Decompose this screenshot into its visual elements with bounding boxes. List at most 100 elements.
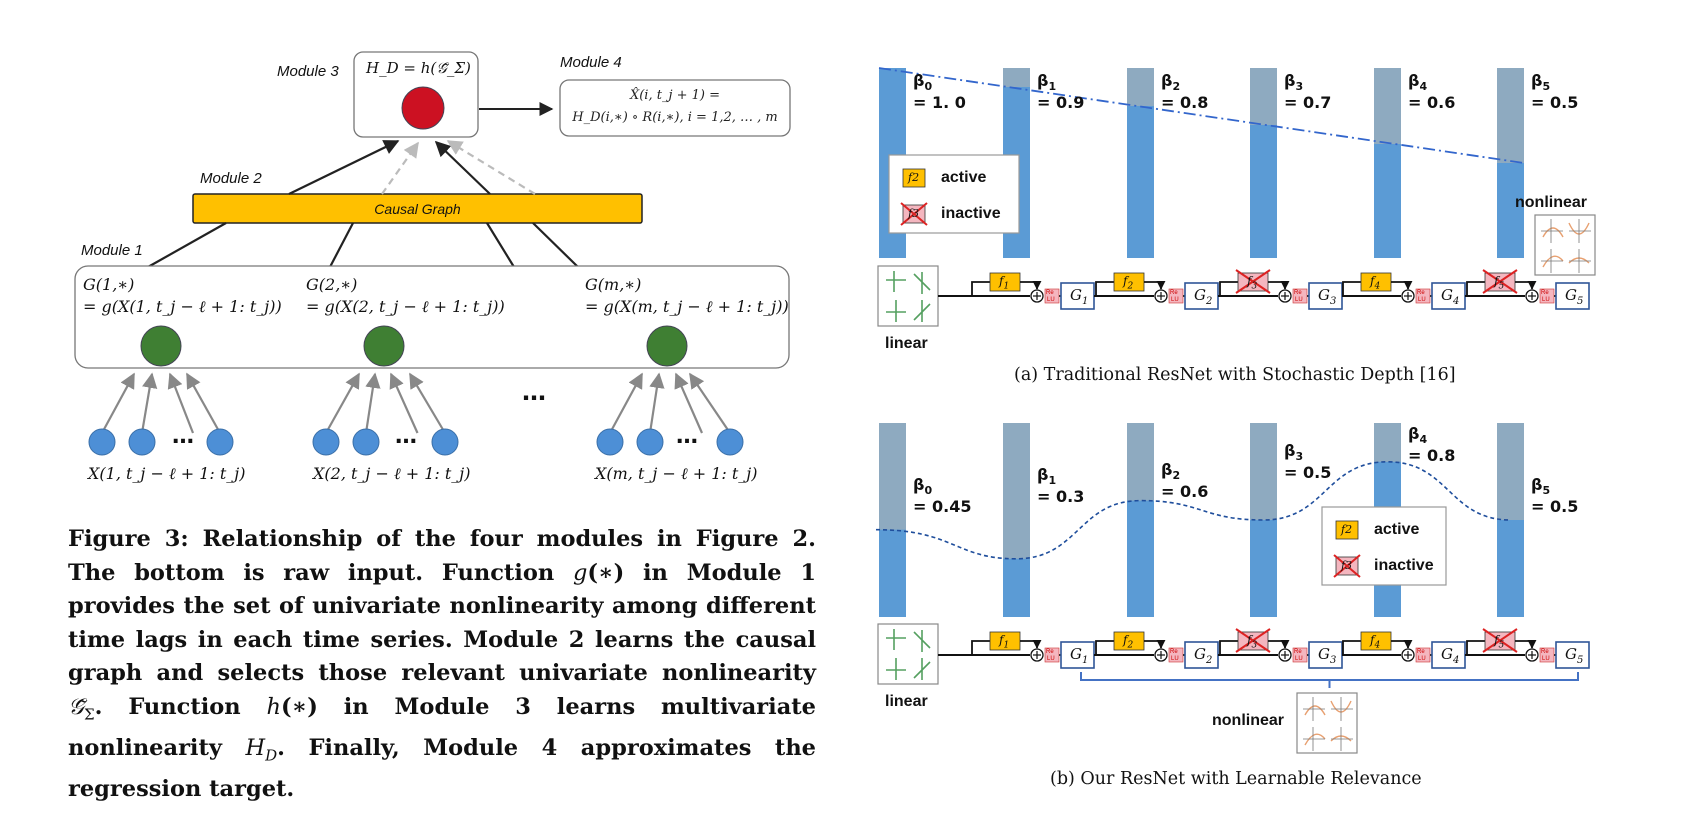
beta-sub: 3 [1295,80,1304,94]
left-diagram [74,51,791,456]
beta-label-panelB-3: β3 [1284,441,1304,464]
chain-branch-1 [1095,281,1114,296]
beta-value-panelB-4: = 0.8 [1408,446,1456,465]
panel-a [877,67,1596,327]
g-box-4 [1555,641,1590,669]
relu-t2-panelA-4: LU [1542,297,1550,303]
line-m1-causal-2 [329,222,354,268]
legend-active-panelA: active [941,169,987,186]
module1-node-m [646,325,688,367]
f-sub: 1 [1003,640,1010,651]
input-arrow-2-0 [609,372,643,434]
g-box-1 [1184,641,1219,669]
relu-t2-panelB-4: LU [1542,656,1550,662]
module3-node [401,86,445,130]
group2-g-line1: G(2,∗) [306,275,358,294]
beta-sub: 4 [1419,80,1428,94]
f-label-panelA-2: f3 [1247,274,1258,292]
caption-H: H [245,734,266,761]
caption-part-4: (∗) in Module 3 learns multivariate nonl… [68,693,816,761]
caption-part-2: (∗) in Module 1 provides the set of univ… [68,559,816,687]
input-node-1-1 [352,428,380,456]
caption-part-1: Figure 3: Relationship of the four modul… [68,526,816,586]
figure-caption: Figure 3: Relationship of the four modul… [68,523,816,806]
input-node-2-0 [596,428,624,456]
beta-label-panelB-1: β1 [1037,465,1057,488]
f-cross-b-2 [1235,269,1271,294]
nonlinear-box [1534,214,1596,276]
f-label-panelB-3: f4 [1370,633,1381,651]
chain-merge-4 [1515,280,1537,290]
beta-label-panelB-2: β2 [1161,460,1181,483]
beta-sub: 3 [1295,450,1304,464]
group1-g-line2: = g(X(1, t_j − ℓ + 1: t_j)) [83,297,282,316]
relu-t1-panelB-3: Re [1417,649,1425,655]
bar-fill-1 [1003,558,1030,617]
legend-active-swatch [902,168,926,188]
chain-merge-3 [1391,639,1413,649]
beta-label-panelA-1: β1 [1037,71,1057,94]
survival-line [878,67,1525,164]
input-arrow-1-2 [389,372,419,434]
input-node-2-1 [636,428,664,456]
linear-box [877,623,939,685]
bar-fill-2 [1127,500,1154,617]
input-node-0-1 [128,428,156,456]
f-sub: 5 [1498,640,1505,651]
module2-label: Module 2 [200,170,262,187]
line-m1-causal-3 [486,222,515,268]
caption-h: h [266,693,282,720]
beta-value-panelB-0: = 0.45 [913,497,972,516]
groups-ellipsis: … [522,378,546,406]
beta-sub: 4 [1419,433,1428,447]
relu-t2-panelA-0: LU [1047,297,1055,303]
beta-label-panelA-4: β4 [1408,71,1428,94]
legend-active-swatch [1335,520,1359,540]
module1-node-2 [363,325,405,367]
beta-label-panelB-4: β4 [1408,424,1428,447]
chain-merge-2 [1268,639,1290,649]
module1-box [74,265,790,369]
legend-active-sym-panelA: f2 [908,171,920,184]
beta-value-panelA-1: = 0.9 [1037,93,1085,112]
beta-sub: 0 [924,484,933,498]
input-groups [88,372,744,456]
legend-inactive-sym-panelB: f3 [1341,559,1353,572]
relu-t1-panelA-4: Re [1541,290,1549,296]
line-m1-causal-4 [532,222,579,268]
relu-t1-panelB-0: Re [1046,649,1054,655]
g-label-panelB-0: G1 [1070,645,1089,666]
group2-g-line2: = g(X(2, t_j − ℓ + 1: t_j)) [306,297,505,316]
module1-label: Module 1 [81,242,143,259]
beta-label-panelA-2: β2 [1161,71,1181,94]
legend-active-sym-panelB: f2 [1341,523,1353,536]
input-arrow-2-2 [674,372,704,434]
nonlinear-curve-2 [1542,255,1564,268]
input-arrow-1-3 [409,372,446,434]
survival-curve [875,460,1511,560]
f-label-panelB-4: f5 [1494,633,1505,651]
chain-merge-0 [1020,639,1042,649]
g-box-0 [1060,282,1095,310]
g-sub: 5 [1576,296,1584,307]
beta-value-panelB-3: = 0.5 [1284,463,1332,482]
g-sub: 2 [1205,296,1213,307]
g-sub: 1 [1081,655,1089,666]
caption-part-3: . Function [94,693,267,720]
chain-branch-1 [1095,640,1114,655]
beta-value-panelA-4: = 0.6 [1408,93,1456,112]
panel-b-caption: (b) Our ResNet with Learnable Relevance [1050,769,1422,789]
g-label-panelA-1: G2 [1194,286,1213,307]
input-node-1-0 [312,428,340,456]
beta-sub: 2 [1172,469,1181,483]
input-arrow-2-1 [648,372,665,434]
group1-ellipsis: … [172,424,194,449]
module3-formula: H_D = h(𝒢̃_Σ) [366,59,471,77]
relu-t1-panelB-4: Re [1541,649,1549,655]
arrow-causal-m3-1 [288,140,400,195]
f-label-panelA-0: f1 [999,274,1010,292]
group1-input-label: X(1, t_j − ℓ + 1: t_j) [88,464,246,483]
f-sub: 4 [1374,640,1381,651]
chain-merge-4 [1515,639,1537,649]
